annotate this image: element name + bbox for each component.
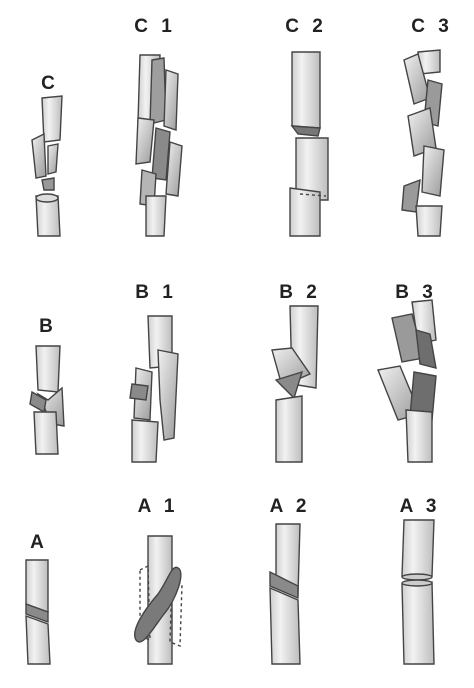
- diagram-b1: [129, 315, 179, 463]
- label-b2: B 2: [279, 282, 321, 303]
- label-c1: C 1: [134, 16, 176, 37]
- diagram-c1: [135, 54, 183, 237]
- diagram-c: [31, 95, 63, 237]
- label-a1: A 1: [137, 496, 179, 517]
- label-a3: A 3: [399, 496, 441, 517]
- label-c: C: [41, 73, 59, 94]
- diagram-b2: [271, 305, 319, 463]
- label-c2: C 2: [285, 16, 327, 37]
- diagram-a1: [134, 535, 183, 665]
- diagram-c2: [289, 51, 329, 237]
- label-c3: C 3: [411, 16, 453, 37]
- diagram-a3: [401, 519, 435, 665]
- label-b1: B 1: [135, 282, 177, 303]
- label-b: B: [39, 316, 57, 337]
- diagram-a2: [269, 523, 301, 665]
- diagram-c3: [401, 49, 445, 237]
- label-b3: B 3: [395, 282, 437, 303]
- label-a: A: [30, 532, 48, 553]
- label-a2: A 2: [269, 496, 311, 517]
- diagram-b: [29, 345, 65, 455]
- diagram-b3: [377, 299, 437, 463]
- diagram-a: [25, 559, 51, 665]
